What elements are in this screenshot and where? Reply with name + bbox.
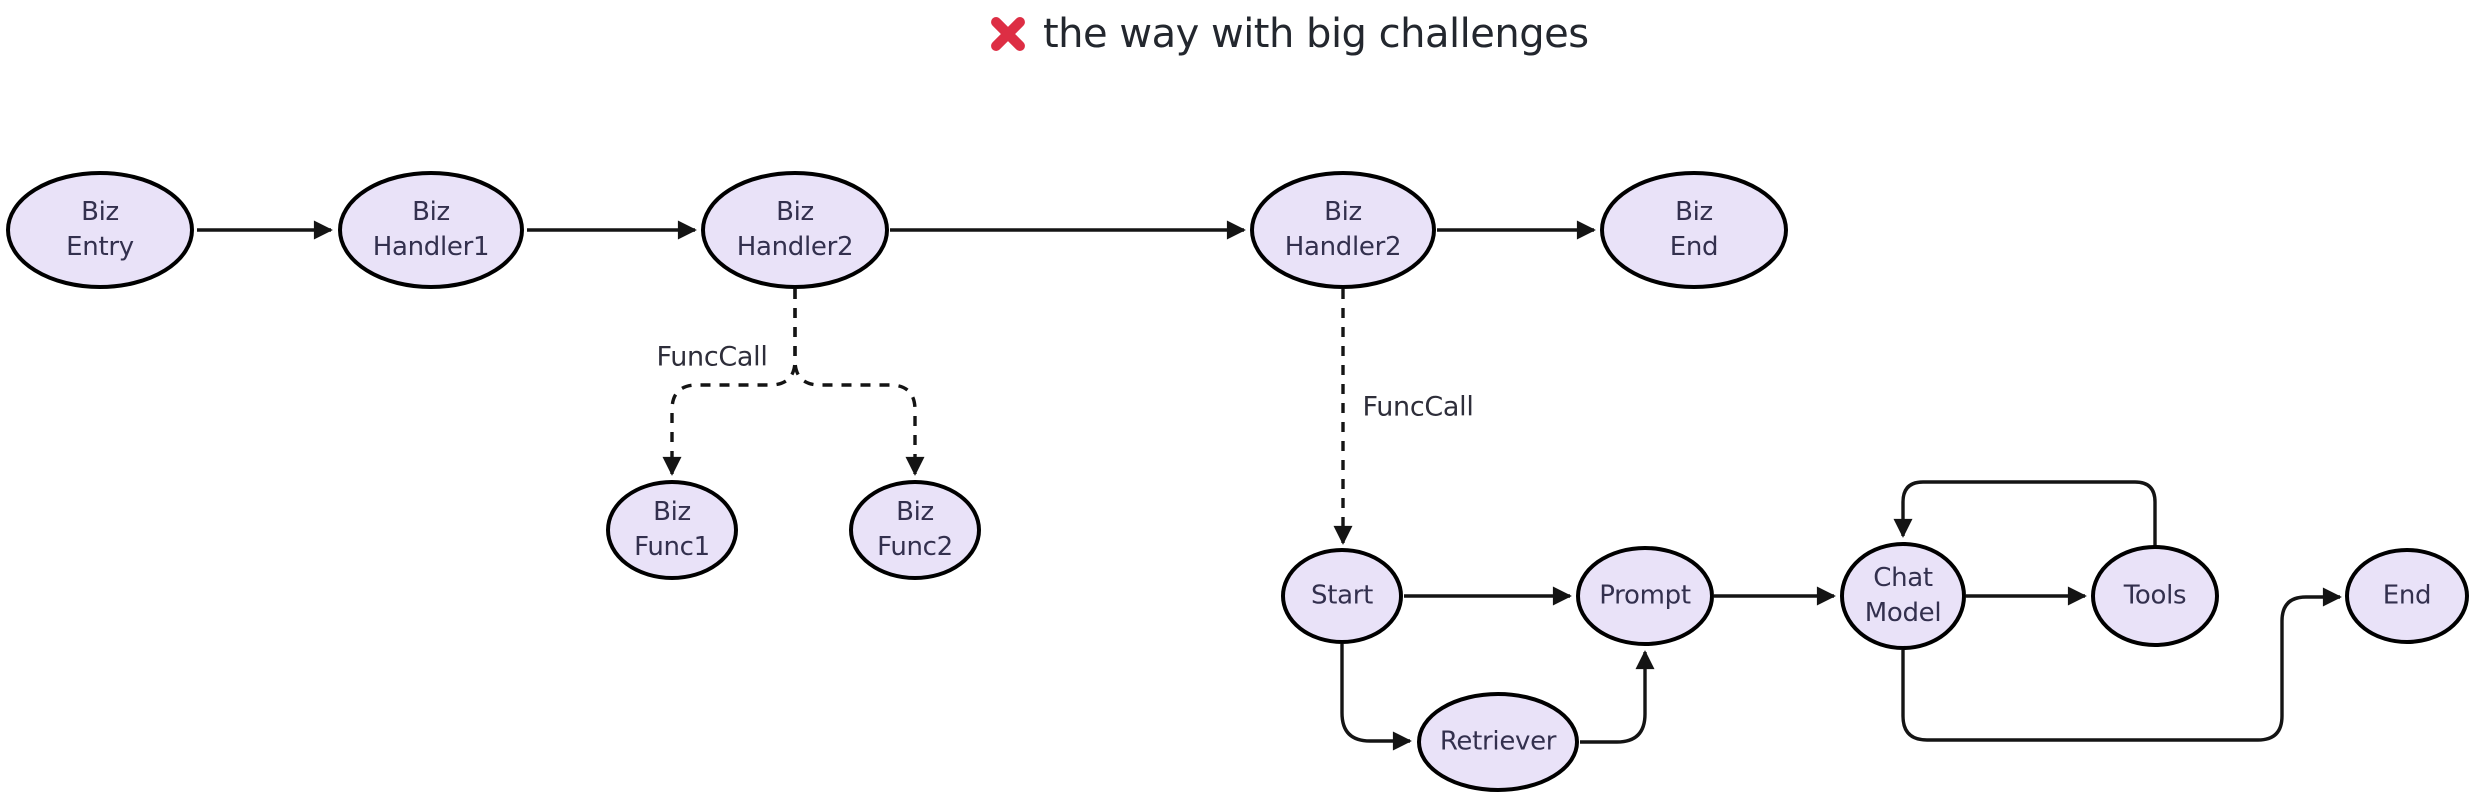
- label-biz-handler2-second: Biz Handler2: [1284, 196, 1402, 262]
- label-start: Start: [1310, 580, 1374, 611]
- diagram-title: the way with big challenges: [986, 6, 1589, 62]
- edge-tools-chatmodel-loop: [1893, 480, 2157, 546]
- label-chat-model: Chat Model: [1864, 562, 1942, 628]
- label-end: End: [2382, 580, 2432, 611]
- label-biz-func2: Biz Func2: [877, 496, 953, 562]
- node-retriever: [1417, 692, 1579, 792]
- node-chat-model: [1840, 542, 1966, 650]
- edge-chatmodel-end: [1901, 587, 2342, 742]
- label-biz-entry: Biz Entry: [66, 196, 134, 262]
- node-biz-func1: [606, 480, 738, 580]
- label-biz-handler1: Biz Handler1: [372, 196, 490, 262]
- edge-retriever-prompt: [1580, 650, 1655, 744]
- label-prompt: Prompt: [1599, 580, 1691, 611]
- label-tools: Tools: [2123, 580, 2187, 611]
- node-end: [2345, 548, 2469, 644]
- node-start: [1281, 548, 1403, 644]
- diagram-title-text: the way with big challenges: [1043, 11, 1589, 57]
- cross-mark-icon: [991, 17, 1025, 51]
- node-tools: [2091, 545, 2219, 647]
- edge-start-retriever: [1340, 644, 1412, 751]
- node-prompt: [1576, 546, 1714, 646]
- label-retriever: Retriever: [1439, 726, 1557, 757]
- label-biz-handler2-first: Biz Handler2: [736, 196, 854, 262]
- label-biz-func1: Biz Func1: [634, 496, 710, 562]
- edge-label-funccall-right: FuncCall: [1358, 391, 1478, 423]
- label-biz-end: Biz End: [1669, 196, 1719, 262]
- node-biz-handler2-first: [701, 171, 889, 289]
- node-biz-end: [1600, 171, 1788, 289]
- node-biz-func2: [849, 480, 981, 580]
- node-biz-handler2-second: [1250, 171, 1436, 289]
- edge-bizhandler2a-bizfunc1: [662, 289, 797, 476]
- node-biz-handler1: [338, 171, 524, 289]
- edge-label-funccall-left: FuncCall: [652, 341, 772, 373]
- node-biz-entry: [6, 171, 194, 289]
- edge-bizhandler2a-bizfunc2: [793, 289, 925, 476]
